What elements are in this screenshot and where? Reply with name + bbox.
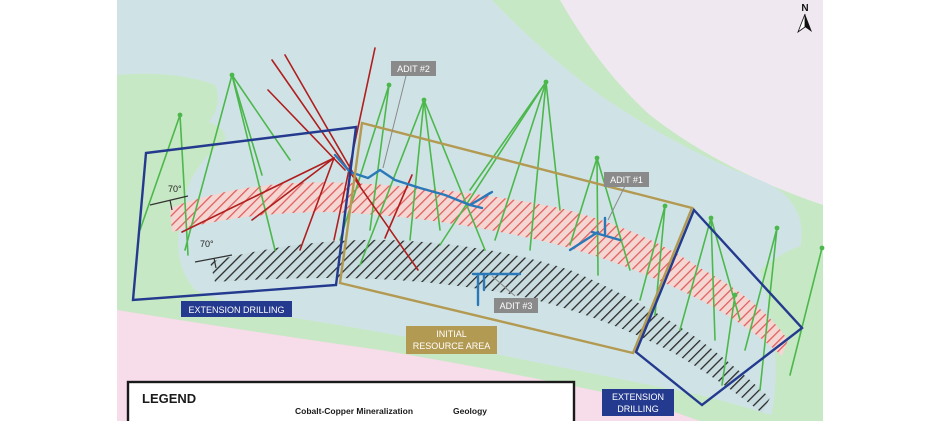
geology-green-east (760, 240, 823, 421)
initial-resource-label-line1: INITIAL (436, 329, 467, 339)
adit-2-callout (391, 61, 436, 76)
extension-drilling-east-tag (602, 389, 674, 416)
extension-drilling-east-label-line2: DRILLING (617, 404, 659, 414)
legend-mineralization-heading: Cobalt-Copper Mineralization (295, 406, 413, 416)
adit-3-callout (494, 298, 538, 313)
north-label: N (801, 3, 808, 14)
callout-leaders (382, 75, 626, 297)
initial-resource-label-line2: RESOURCE AREA (413, 341, 491, 351)
legend-title: LEGEND (142, 391, 196, 406)
adit-2-label: ADIT #2 (397, 64, 430, 74)
geology-green-pocket (117, 73, 218, 140)
adit-3-label: ADIT #3 (500, 301, 533, 311)
dip-symbols (149, 195, 233, 269)
extension-drilling-east-outline (634, 207, 804, 407)
dip-label-lower: 70° (200, 239, 214, 249)
extension-drilling-west-outline (131, 125, 358, 302)
adit-1-callout (604, 172, 649, 187)
initial-resource-area-tag (406, 326, 497, 354)
north-arrow-icon (805, 14, 812, 32)
drill-collars-green (177, 72, 825, 298)
north-arrow-outline (797, 13, 806, 34)
adit-1-label: ADIT #1 (610, 175, 643, 185)
legend-box (126, 380, 576, 421)
initial-resource-area-outline (338, 121, 694, 355)
cobalt-copper-zone-upper (170, 182, 788, 356)
dip-label-upper: 70° (168, 184, 182, 194)
extension-drilling-west-tag (181, 301, 292, 317)
extension-drilling-west-label: EXTENSION DRILLING (188, 305, 284, 315)
drill-holes-green (139, 74, 823, 391)
extension-drilling-east-label-line1: EXTENSION (612, 392, 664, 402)
underground-adits (333, 153, 622, 307)
legend-geology-heading: Geology (453, 406, 487, 416)
